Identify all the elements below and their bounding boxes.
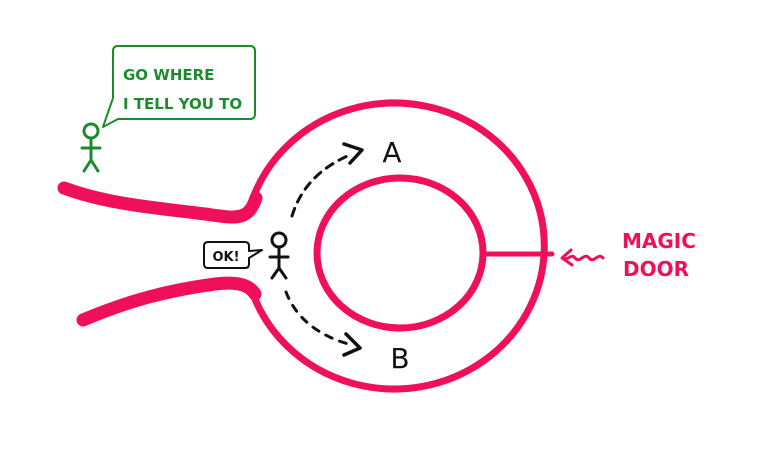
magic-door-squiggle-arrow: [562, 254, 605, 262]
outer-ring: [249, 99, 548, 393]
speech-green-line2: I TELL YOU TO: [123, 95, 242, 113]
arrowhead-a: [342, 142, 364, 165]
road-upper-edge: [57, 181, 263, 224]
road-lower-edge: [76, 276, 262, 327]
magic-door-label-line1: MAGIC: [622, 229, 696, 253]
magic-door-arrowhead: [560, 248, 574, 267]
dashed-path-to-b: [284, 290, 354, 347]
stick-figure-green: [80, 122, 102, 173]
label-b: B: [390, 342, 409, 375]
speech-bubble-ok: OK!: [203, 241, 263, 269]
inner-ring: [313, 174, 487, 332]
speech-bubble-green: GO WHERE I TELL YOU TO: [102, 45, 256, 128]
stick-figure-black: [268, 231, 290, 280]
dashed-path-to-a: [290, 152, 354, 218]
label-a: A: [382, 136, 401, 169]
magic-door-label-line2: DOOR: [623, 257, 689, 281]
speech-green-line1: GO WHERE: [123, 66, 214, 84]
arrowhead-b: [342, 332, 362, 357]
speech-ok-text: OK!: [212, 250, 239, 265]
